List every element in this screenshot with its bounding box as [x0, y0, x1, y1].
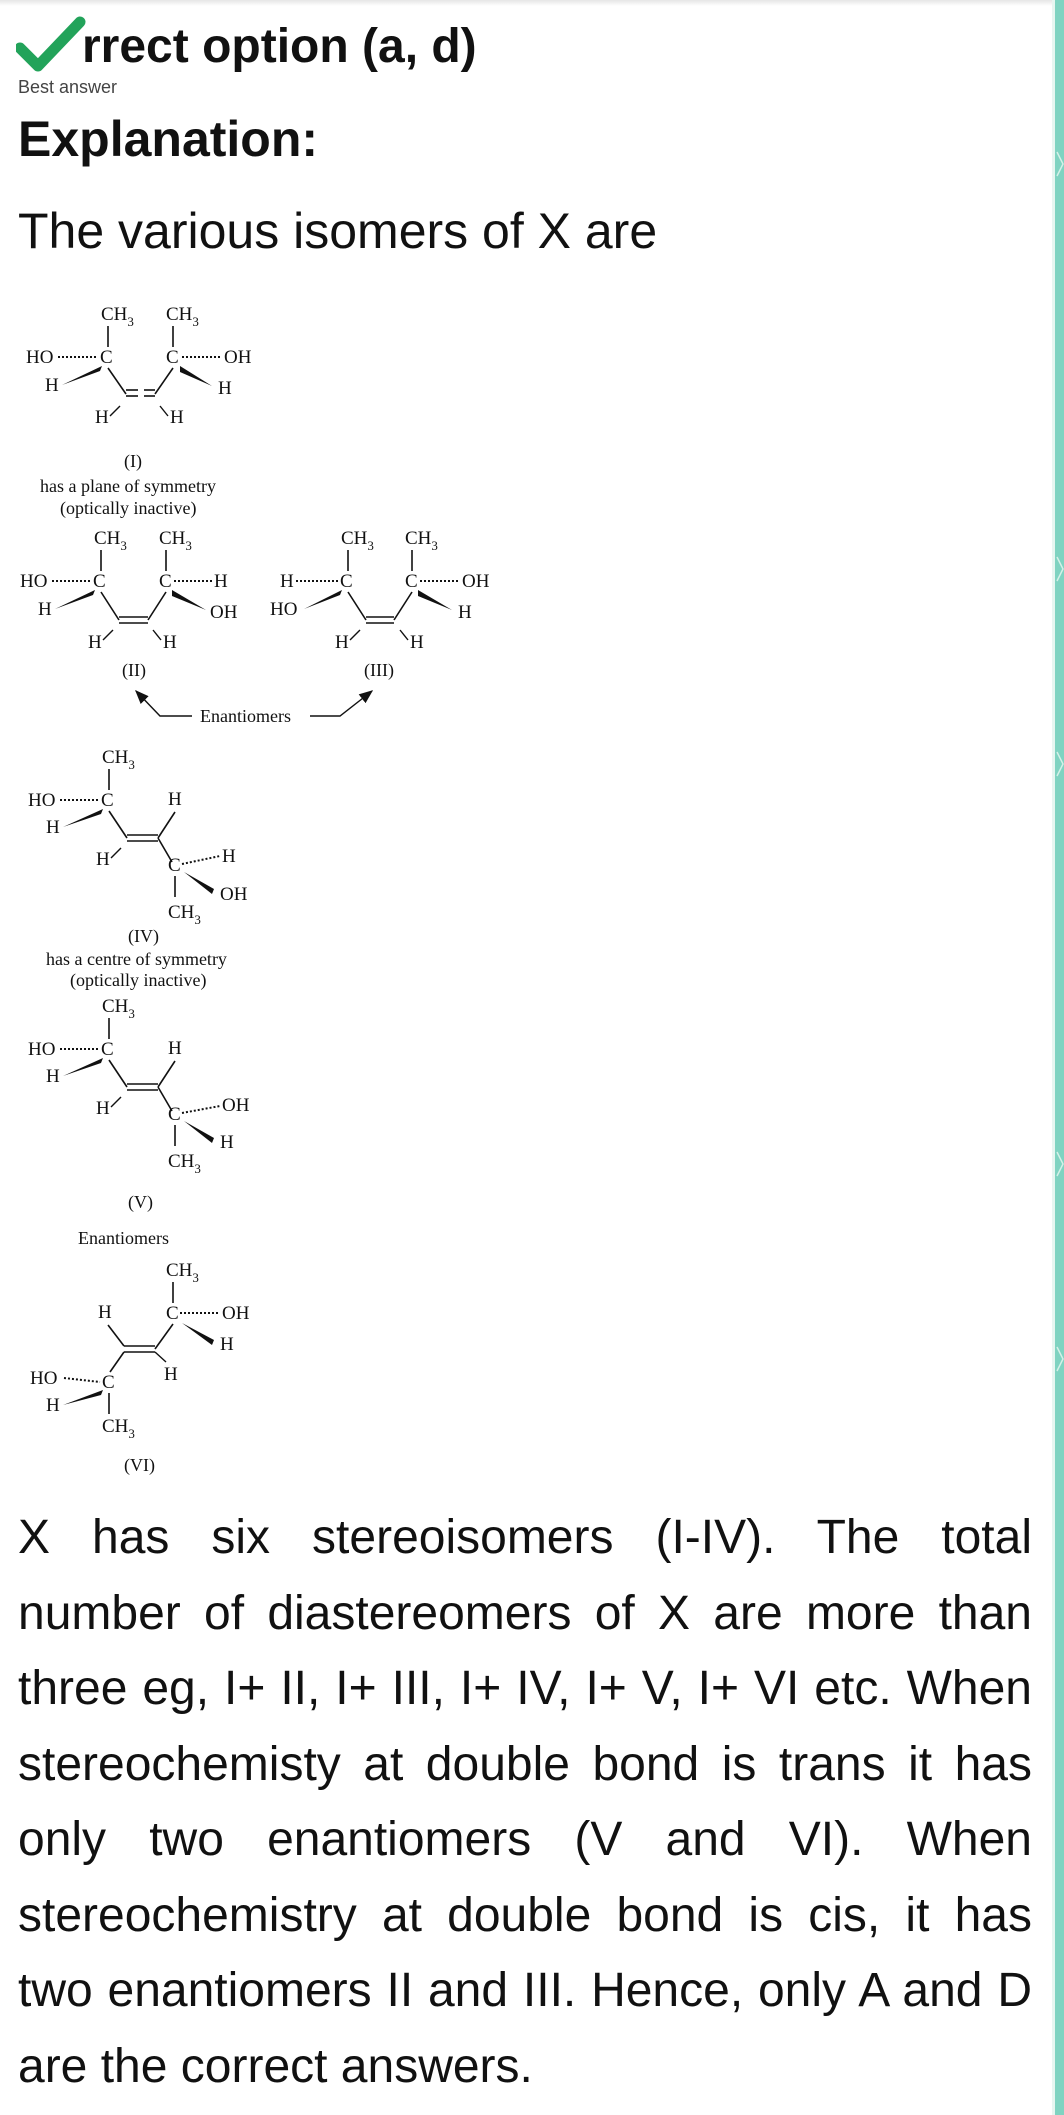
ch3-label: CH3	[102, 747, 135, 772]
enantiomers-label: Enantiomers	[78, 1228, 169, 1248]
h-label: H	[170, 407, 184, 428]
h-label: H	[218, 378, 232, 399]
ch3-label: CH3	[405, 528, 438, 553]
structure-iv: CH3 C HO H H H C H OH CH3 (IV) has a cen…	[28, 747, 248, 991]
strip-mark-icon	[1055, 750, 1064, 778]
carbon-label: C	[340, 571, 353, 592]
ho-label: HO	[270, 599, 297, 620]
answer-header: rrect option (a, d)	[16, 16, 1036, 78]
oh-label: OH	[210, 602, 238, 623]
oh-label: OH	[222, 1303, 250, 1324]
carbon-label: C	[159, 571, 172, 592]
enantiomer-pair-ii-iii: Enantiomers	[136, 691, 372, 726]
best-answer-label: Best answer	[18, 77, 117, 98]
structure-iv-note: has a centre of symmetry	[46, 949, 227, 969]
oh-label: OH	[220, 884, 248, 905]
oh-label: OH	[462, 571, 490, 592]
strip-highlight	[1052, 0, 1055, 2115]
h-label: H	[410, 632, 424, 653]
structure-i-note: has a plane of symmetry	[40, 476, 216, 496]
isomer-structures-drawing: CH3 CH3 C C HO OH H H H H (I) has a plan…	[0, 270, 560, 1490]
h-label: H	[220, 1132, 234, 1153]
h-label: H	[96, 849, 110, 870]
structure-ii-label: (II)	[122, 660, 146, 681]
ch3-label: CH3	[168, 902, 201, 927]
h-label: H	[46, 1066, 60, 1087]
h-label: H	[168, 789, 182, 810]
carbon-label: C	[168, 1104, 181, 1125]
h-label: H	[214, 571, 228, 592]
h-label: H	[164, 1364, 178, 1385]
strip-mark-icon	[1055, 1150, 1064, 1178]
structure-i-note: (optically inactive)	[60, 498, 196, 519]
h-label: H	[45, 375, 59, 396]
structure-i-label: (I)	[124, 451, 142, 472]
carbon-label: C	[405, 571, 418, 592]
h-label: H	[458, 602, 472, 623]
structure-iii-label: (III)	[364, 660, 394, 681]
h-label: H	[222, 846, 236, 867]
checkmark-icon	[16, 16, 86, 74]
h-label: H	[168, 1038, 182, 1059]
strip-mark-icon	[1055, 150, 1064, 178]
h-label: H	[98, 1302, 112, 1323]
oh-label: OH	[224, 347, 252, 368]
carbon-label: C	[166, 1303, 179, 1324]
ch3-label: CH3	[159, 528, 192, 553]
carbon-label: C	[102, 1372, 115, 1393]
strip-mark-icon	[1055, 1345, 1064, 1373]
h-label: H	[88, 632, 102, 653]
h-label: H	[335, 632, 349, 653]
top-shadow	[0, 0, 1052, 6]
structure-ii: CH3 CH3 C C HO H H OH H H (II)	[20, 528, 238, 681]
h-label: H	[46, 1395, 60, 1416]
h-label: H	[280, 571, 294, 592]
carbon-label: C	[93, 571, 106, 592]
ho-label: HO	[20, 571, 47, 592]
explanation-intro: The various isomers of X are	[18, 200, 657, 262]
ch3-label: CH3	[166, 1260, 199, 1285]
carbon-label: C	[101, 1039, 114, 1060]
h-label: H	[96, 1098, 110, 1119]
ch3-label: CH3	[168, 1151, 201, 1176]
h-label: H	[38, 599, 52, 620]
explanation-heading: Explanation:	[18, 108, 318, 170]
ho-label: HO	[28, 1039, 55, 1060]
structure-v-label: (V)	[128, 1192, 153, 1213]
carbon-label: C	[168, 855, 181, 876]
carbon-label: C	[101, 790, 114, 811]
h-label: H	[95, 407, 109, 428]
ch3-label: CH3	[101, 304, 134, 329]
strip-mark-icon	[1055, 555, 1064, 583]
ch3-label: CH3	[102, 1416, 135, 1441]
structure-v: CH3 C HO H H H C OH H CH3 (V) Enantiomer…	[28, 996, 250, 1248]
right-edge-strip[interactable]	[1052, 0, 1064, 2115]
ch3-label: CH3	[102, 996, 135, 1021]
structure-i: CH3 CH3 C C HO OH H H H H (I) has a plan…	[26, 304, 252, 519]
conclusion-paragraph: X has six stereoisomers (I-IV). The tota…	[18, 1500, 1032, 2104]
ch3-label: CH3	[341, 528, 374, 553]
h-label: H	[220, 1334, 234, 1355]
structure-vi-label: (VI)	[124, 1455, 155, 1476]
ho-label: HO	[30, 1368, 57, 1389]
h-label: H	[46, 817, 60, 838]
h-label: H	[163, 632, 177, 653]
carbon-label: C	[166, 347, 179, 368]
structure-vi: CH3 C OH H H H C HO H CH3 (VI)	[30, 1260, 250, 1476]
ch3-label: CH3	[166, 304, 199, 329]
isomer-structures-figure: CH3 CH3 C C HO OH H H H H (I) has a plan…	[0, 270, 560, 1490]
structure-iv-label: (IV)	[128, 926, 159, 947]
answer-title: rrect option (a, d)	[82, 18, 477, 76]
enantiomers-label: Enantiomers	[200, 706, 291, 726]
ho-label: HO	[28, 790, 55, 811]
oh-label: OH	[222, 1095, 250, 1116]
structure-iv-note: (optically inactive)	[70, 970, 206, 991]
ch3-label: CH3	[94, 528, 127, 553]
carbon-label: C	[100, 347, 113, 368]
ho-label: HO	[26, 347, 53, 368]
structure-iii: CH3 CH3 C C H OH HO H H H (III)	[270, 528, 490, 681]
